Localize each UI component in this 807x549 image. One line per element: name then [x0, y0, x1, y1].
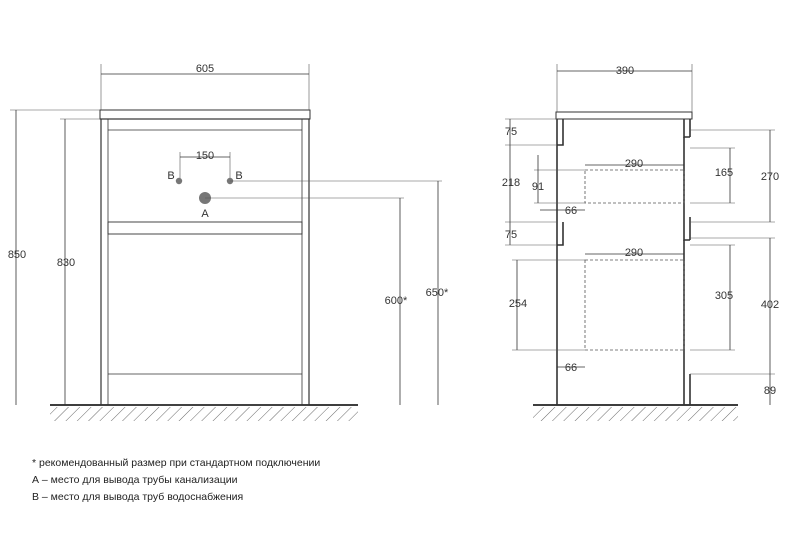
pipe-b-left-point [175, 177, 183, 185]
dim-66-bottom-label: 66 [565, 362, 577, 374]
dim-254-label: 254 [509, 298, 527, 310]
dim-305-label: 305 [715, 290, 733, 302]
height-total-label: 850 [8, 249, 26, 261]
note-water-pipes: В – место для вывода труб водоснабжения [32, 491, 244, 503]
notes-block: * рекомендованный размер при стандартном… [32, 455, 320, 506]
drawer-width-top-label: 290 [625, 158, 643, 170]
pipe-spacing-label: 150 [196, 150, 214, 162]
front-countertop [99, 109, 311, 120]
front-view: 605 150 B B A 650* 600* 850 830 [8, 63, 449, 421]
dim-165-label: 165 [715, 167, 733, 179]
dim-402-label: 402 [761, 299, 779, 311]
pipe-b-left-label: B [167, 170, 174, 182]
front-drawer [107, 221, 303, 235]
front-floor-hatch [50, 407, 358, 421]
side-depth-label: 390 [616, 65, 634, 77]
front-cabinet-body [100, 118, 310, 406]
dim-66-top-label: 66 [565, 205, 577, 217]
dim-75-mid-label: 75 [505, 229, 517, 241]
side-view: 390 290 290 75 218 75 91 66 254 66 165 [502, 64, 779, 421]
side-floor-hatch [533, 407, 738, 421]
dim-218-label: 218 [502, 177, 520, 189]
note-recommended: * рекомендованный размер при стандартном… [32, 457, 321, 469]
dim-75-top-label: 75 [505, 126, 517, 138]
side-drawer-top [584, 169, 685, 204]
height-b-label: 650* [426, 287, 449, 299]
height-body-label: 830 [57, 257, 75, 269]
dim-91-label: 91 [532, 181, 544, 193]
note-sewer-pipe: А – место для вывода трубы канализации [32, 474, 238, 486]
dim-270-label: 270 [761, 171, 779, 183]
pipe-a-label: A [201, 208, 209, 220]
side-drawer-bottom [584, 259, 685, 351]
front-width-label: 605 [196, 63, 214, 75]
side-countertop [555, 111, 693, 120]
dim-89-label: 89 [764, 385, 776, 397]
drawer-width-bottom-label: 290 [625, 247, 643, 259]
pipe-b-right-label: B [235, 170, 242, 182]
height-a-label: 600* [385, 295, 408, 307]
